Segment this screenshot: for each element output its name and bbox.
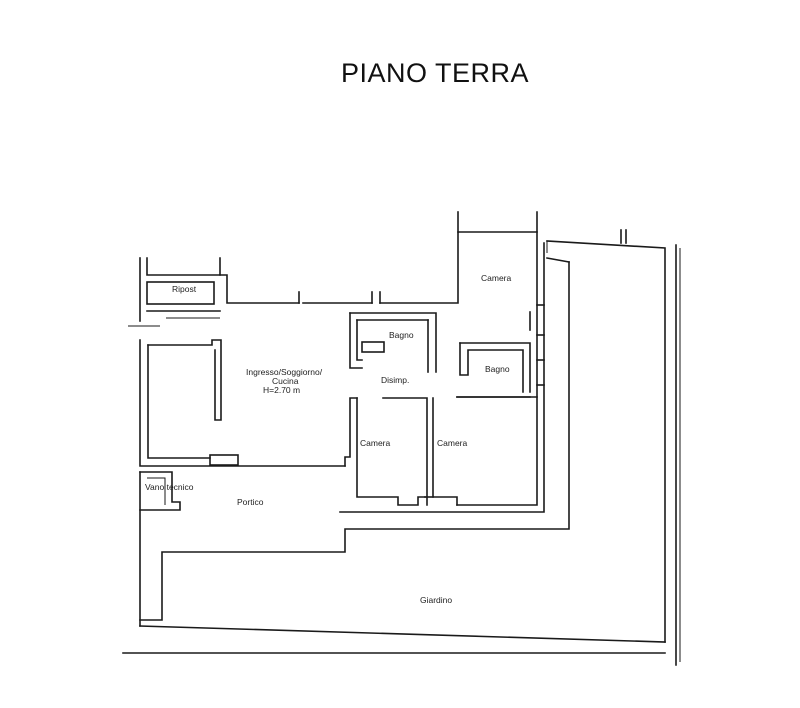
label-bagno-right: Bagno: [485, 364, 510, 374]
camera-walls: [356, 396, 538, 506]
ripostiglio-walls: [128, 281, 221, 327]
label-portico: Portico: [237, 497, 264, 507]
label-camera-top: Camera: [481, 273, 512, 283]
page-title: PIANO TERRA: [340, 58, 530, 88]
room-labels: Ripost Camera Bagno Bagno Ingresso/Soggi…: [145, 273, 512, 605]
living-walls: [139, 339, 358, 467]
label-ripost: Ripost: [172, 284, 197, 294]
vano-tecnico-walls: [139, 471, 181, 511]
label-living: Ingresso/Soggiorno/: [246, 367, 323, 377]
bagno-left-walls: [349, 312, 437, 373]
garden-boundary: [122, 240, 681, 666]
label-camera-left: Camera: [360, 438, 391, 448]
bagno-right-walls: [456, 304, 545, 398]
label-vano-tecnico: Vano tecnico: [145, 482, 194, 492]
label-bagno-left: Bagno: [389, 330, 414, 340]
exterior-walls: [139, 211, 627, 513]
label-giardino: Giardino: [420, 595, 452, 605]
label-living-height: H=2.70 m: [263, 385, 300, 395]
label-camera-right: Camera: [437, 438, 468, 448]
label-living-kitchen: Cucina: [272, 376, 299, 386]
label-disimp: Disimp.: [381, 375, 409, 385]
